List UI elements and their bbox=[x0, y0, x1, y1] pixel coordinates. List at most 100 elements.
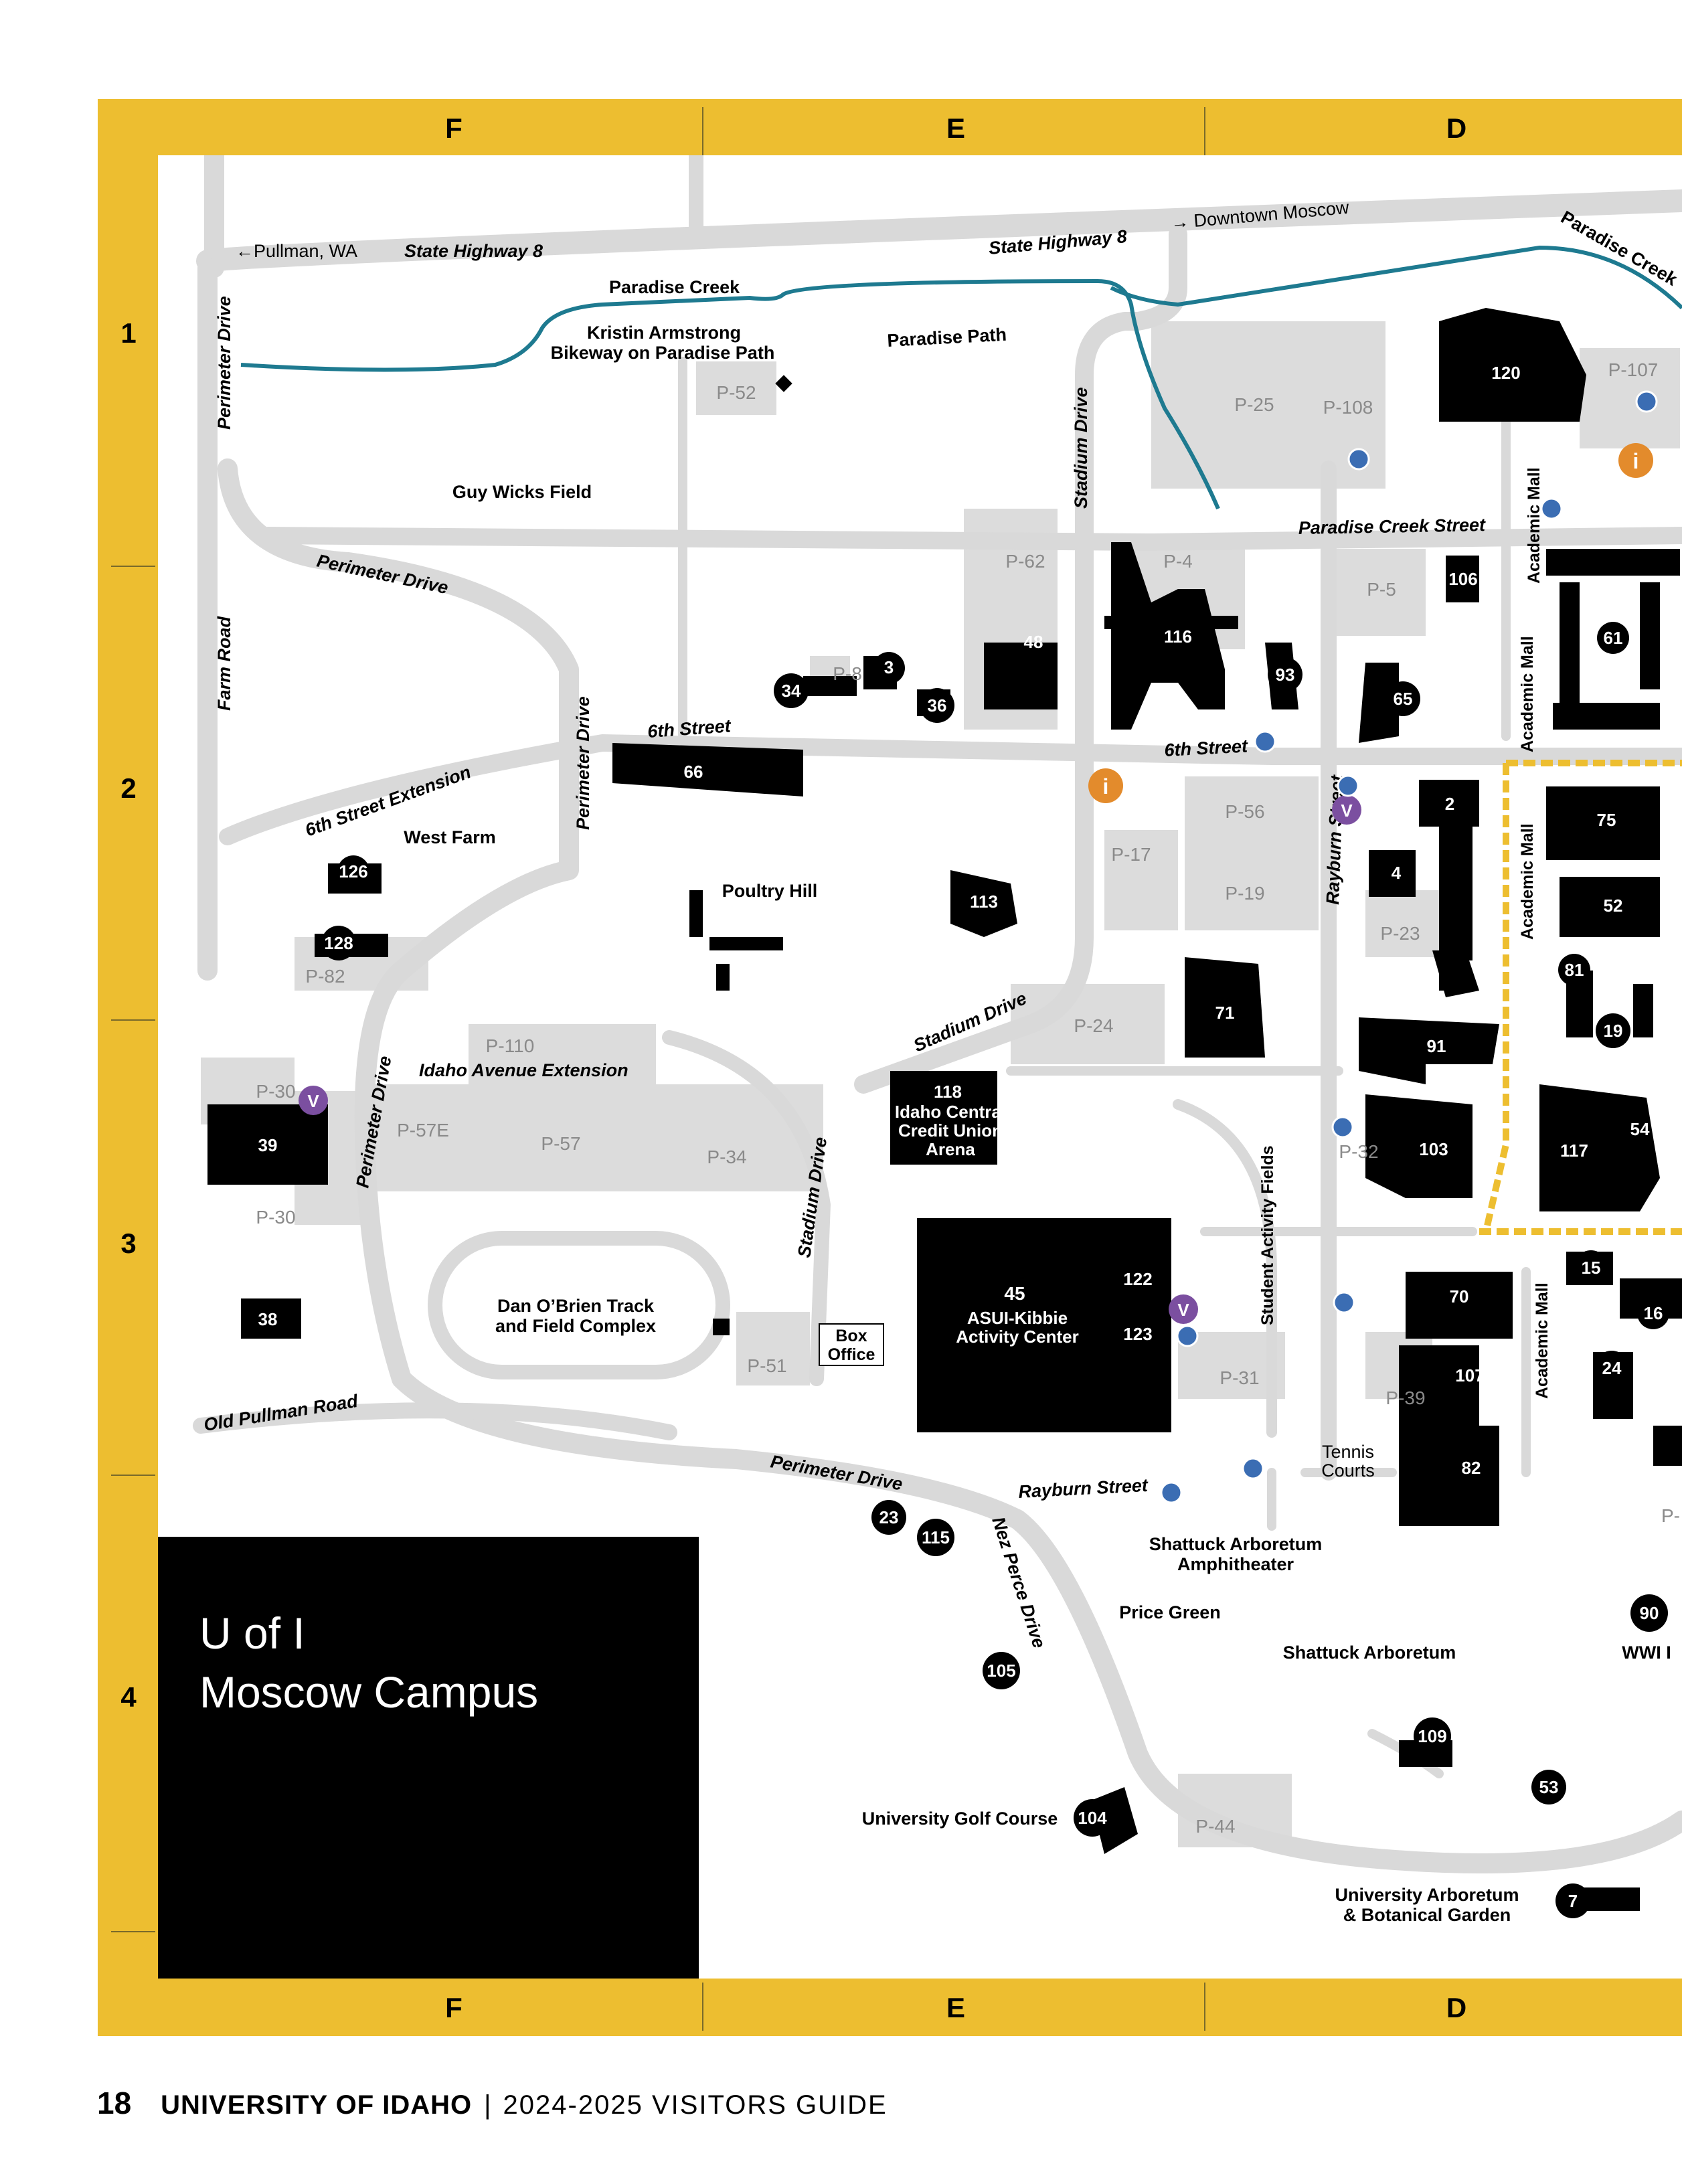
visitor-parking-icon[interactable]: V bbox=[299, 1086, 328, 1115]
guy-wicks-field: Guy Wicks Field bbox=[452, 482, 592, 502]
info-icon[interactable]: i bbox=[1618, 443, 1653, 478]
shuttle-stop-icon[interactable] bbox=[1242, 1457, 1264, 1480]
kibbie-line1: ASUI-Kibbie bbox=[967, 1308, 1068, 1328]
building-24: 24 bbox=[1602, 1358, 1622, 1378]
track-line2: and Field Complex bbox=[495, 1316, 656, 1336]
amphitheater-line2: Amphitheater bbox=[1177, 1554, 1294, 1574]
map-title-line1: U of I bbox=[199, 1608, 305, 1658]
student-activity-fields: Student Activity Fields bbox=[1258, 1145, 1277, 1325]
golf-course: University Golf Course bbox=[862, 1809, 1058, 1829]
box-office-line1: Box bbox=[835, 1327, 867, 1345]
arena-line1: Idaho Central bbox=[895, 1102, 1006, 1122]
building-7: 7 bbox=[1568, 1891, 1578, 1911]
roads bbox=[193, 155, 1682, 1873]
parking-lots bbox=[201, 321, 1680, 1847]
shuttle-stop-icon[interactable] bbox=[1347, 448, 1370, 471]
building-75: 75 bbox=[1597, 810, 1616, 830]
parking-p39: P-39 bbox=[1385, 1388, 1425, 1408]
map-title-line2: Moscow Campus bbox=[199, 1667, 539, 1717]
shuttle-stop-icon[interactable] bbox=[1333, 1291, 1355, 1314]
road-farm-road: Farm Road bbox=[214, 616, 234, 711]
building-90: 90 bbox=[1640, 1603, 1659, 1623]
building-65: 65 bbox=[1394, 689, 1413, 709]
shuttle-stop-icon[interactable] bbox=[1331, 1116, 1354, 1139]
grid-col-e-bottom: E bbox=[946, 1992, 965, 2023]
academic-mall-3: Academic Mall bbox=[1518, 823, 1537, 940]
parking-p17: P-17 bbox=[1111, 844, 1151, 865]
building-39: 39 bbox=[258, 1135, 278, 1155]
building-113: 113 bbox=[970, 892, 998, 912]
grid-row-4: 4 bbox=[120, 1681, 137, 1713]
map-title-box: U of I Moscow Campus bbox=[158, 1537, 699, 1979]
info-icon[interactable]: i bbox=[1088, 768, 1123, 803]
visitor-parking-icon[interactable]: V bbox=[1332, 795, 1361, 825]
building-badges: 120 106 61 116 48 3 34 36 93 65 66 2 75 … bbox=[258, 363, 1669, 1918]
botanical-line1: University Arboretum bbox=[1335, 1885, 1519, 1905]
road-sixth-east: 6th Street bbox=[1164, 736, 1249, 760]
parking-p25: P-25 bbox=[1234, 394, 1274, 415]
building-16: 16 bbox=[1644, 1303, 1663, 1323]
parking-p-partial: P- bbox=[1661, 1505, 1680, 1526]
building-15: 15 bbox=[1582, 1258, 1601, 1278]
arena-line3: Arena bbox=[926, 1139, 975, 1159]
footer-university: UNIVERSITY OF IDAHO bbox=[161, 2090, 473, 2120]
venue-labels: Idaho Central Credit Union Arena ASUI-Ki… bbox=[895, 1102, 1079, 1347]
paradise-creek-label: Paradise Creek bbox=[609, 277, 740, 297]
road-stadium-north: Stadium Drive bbox=[1071, 387, 1091, 509]
footer-guide-title: 2024-2025 VISITORS GUIDE bbox=[503, 2090, 888, 2120]
buildings bbox=[207, 308, 1682, 1911]
parking-p30b: P-30 bbox=[256, 1207, 295, 1228]
visitor-parking-icon[interactable]: V bbox=[1169, 1294, 1198, 1324]
building-36: 36 bbox=[928, 695, 947, 716]
building-34: 34 bbox=[782, 681, 801, 701]
grid-row-3: 3 bbox=[120, 1228, 136, 1259]
parking-p19: P-19 bbox=[1225, 883, 1264, 904]
shuttle-stop-icon[interactable] bbox=[1540, 497, 1563, 520]
shuttle-stops bbox=[1160, 390, 1658, 1504]
shuttle-stop-icon[interactable] bbox=[1254, 730, 1276, 753]
parking-p31: P-31 bbox=[1220, 1367, 1259, 1388]
west-farm: West Farm bbox=[404, 827, 496, 847]
svg-text:V: V bbox=[1341, 801, 1353, 821]
tennis-line2: Courts bbox=[1321, 1460, 1375, 1481]
svg-text:i: i bbox=[1633, 449, 1639, 473]
box-office-line2: Office bbox=[828, 1345, 875, 1364]
box-office: Box Office bbox=[819, 1323, 884, 1366]
parking-p57e: P-57E bbox=[397, 1120, 449, 1141]
map-frame-bottom bbox=[98, 1979, 1682, 2036]
svg-text:i: i bbox=[1103, 774, 1109, 799]
shuttle-stop-icon[interactable] bbox=[1160, 1481, 1183, 1504]
building-19: 19 bbox=[1604, 1021, 1623, 1041]
road-perimeter-south: Perimeter Drive bbox=[769, 1451, 904, 1494]
botanical-line2: & Botanical Garden bbox=[1343, 1905, 1511, 1925]
map-frame-top bbox=[98, 99, 1682, 155]
building-61: 61 bbox=[1604, 628, 1623, 648]
map-frame-left bbox=[98, 99, 158, 2036]
bikeway-line2: Bikeway on Paradise Path bbox=[551, 343, 775, 363]
academic-mall-4: Academic Mall bbox=[1533, 1282, 1551, 1399]
building-93: 93 bbox=[1276, 665, 1295, 685]
building-70: 70 bbox=[1450, 1286, 1469, 1307]
building-104: 104 bbox=[1078, 1808, 1107, 1828]
poultry-hill: Poultry Hill bbox=[722, 881, 818, 901]
shuttle-stop-icon[interactable] bbox=[1337, 774, 1359, 797]
road-rayburn-south: Rayburn Street bbox=[1018, 1475, 1149, 1502]
parking-p24: P-24 bbox=[1074, 1015, 1113, 1036]
building-109: 109 bbox=[1418, 1726, 1446, 1746]
parking-p51: P-51 bbox=[747, 1355, 786, 1376]
building-91: 91 bbox=[1427, 1036, 1446, 1056]
svg-text:V: V bbox=[307, 1091, 319, 1111]
building-45: 45 bbox=[1004, 1283, 1025, 1304]
building-48: 48 bbox=[1024, 632, 1043, 652]
building-115: 115 bbox=[922, 1527, 950, 1547]
landmark-diamond bbox=[775, 375, 792, 392]
building-122: 122 bbox=[1123, 1269, 1152, 1289]
shuttle-stop-icon[interactable] bbox=[1635, 390, 1658, 413]
grid-col-f-bottom: F bbox=[445, 1992, 462, 2023]
parking-p62: P-62 bbox=[1005, 551, 1045, 572]
shuttle-stop-icon[interactable] bbox=[1176, 1325, 1199, 1347]
kibbie-line2: Activity Center bbox=[956, 1327, 1079, 1347]
building-116: 116 bbox=[1164, 626, 1192, 647]
price-green: Price Green bbox=[1119, 1602, 1221, 1622]
